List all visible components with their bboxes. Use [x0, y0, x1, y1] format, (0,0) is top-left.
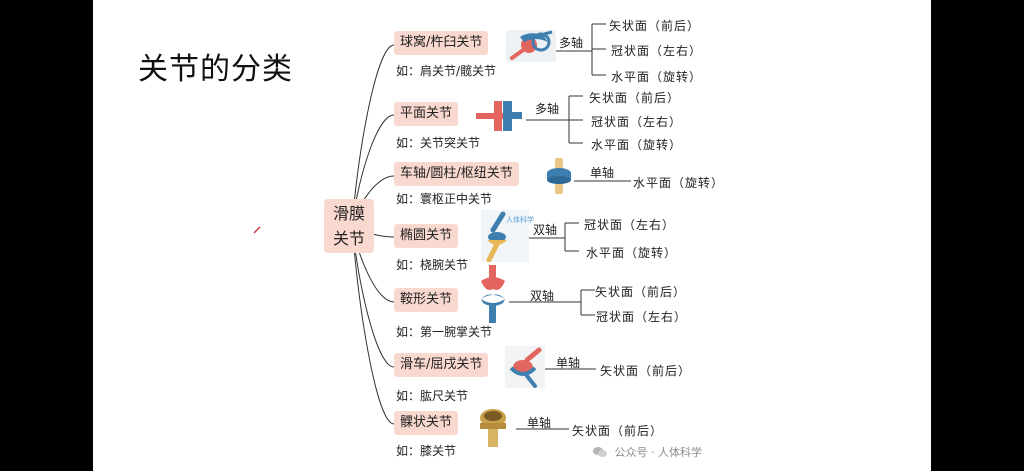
- joint-example: 如：关节突关节: [396, 136, 481, 150]
- plane-label: 矢状面（前后）: [595, 285, 687, 299]
- joint-type-box: 平面关节: [394, 102, 459, 126]
- plane-label: 冠状面（左右）: [584, 218, 676, 232]
- branch-line: [351, 224, 395, 425]
- plane-label: 水平面（旋转）: [633, 176, 725, 190]
- hinge-joint-icon: [505, 346, 545, 388]
- axis-count: 多轴: [559, 36, 584, 50]
- axis-count: 双轴: [530, 289, 555, 303]
- axis-count: 多轴: [535, 102, 560, 116]
- plane-joint-icon: [476, 101, 522, 131]
- ellipsoid-joint-icon: [481, 210, 529, 262]
- plane-label: 矢状面（前后）: [609, 19, 701, 33]
- plane-label: 冠状面（左右）: [591, 115, 683, 129]
- joint-type-box: 髁状关节: [394, 411, 459, 435]
- joint-type-box: 滑车/屈戌关节: [394, 353, 489, 377]
- plane-label: 水平面（旋转）: [591, 138, 683, 152]
- plane-label: 矢状面（前后）: [572, 424, 664, 438]
- pen-cursor-icon: [253, 226, 261, 234]
- joint-example: 如：肱尺关节: [396, 389, 469, 403]
- watermark: 公众号 · 人体科学: [593, 444, 702, 460]
- joint-example: 如：第一腕掌关节: [396, 325, 493, 339]
- ellipsoid-joint-figure: 人体科学: [481, 210, 534, 262]
- joint-type-box: 椭圆关节: [394, 224, 459, 248]
- pivot-joint-icon: [547, 158, 571, 194]
- plane-label: 矢状面（前后）: [589, 91, 681, 105]
- page-title: 关节的分类: [138, 52, 293, 87]
- branch-line: [351, 44, 395, 226]
- axis-count: 单轴: [590, 166, 615, 180]
- plane-label: 水平面（旋转）: [611, 70, 703, 84]
- joint-type-box: 球窝/杵臼关节: [394, 31, 489, 55]
- plane-label: 冠状面（左右）: [596, 310, 688, 324]
- ball-socket-joint-icon: [506, 30, 556, 62]
- axis-count: 单轴: [556, 356, 581, 370]
- joint-type-box: 车轴/圆柱/枢纽关节: [394, 162, 519, 186]
- watermark-text: 公众号 · 人体科学: [614, 446, 703, 459]
- icon-caption: 人体科学: [506, 216, 534, 224]
- joint-example: 如：桡腕关节: [396, 258, 469, 272]
- joint-example: 如：肩关节/髋关节: [396, 64, 497, 78]
- joint-type-box: 鞍形关节: [394, 288, 459, 312]
- slide: 关节的分类 滑膜 关节 球窝/杵臼关节 如：肩关节/髋关节 多轴 矢状面（前后）…: [93, 0, 931, 471]
- axis-count: 双轴: [533, 223, 558, 237]
- joint-example: 如：寰枢正中关节: [396, 192, 493, 206]
- plane-label: 水平面（旋转）: [586, 246, 678, 260]
- wechat-icon: [593, 447, 607, 457]
- condylar-joint-icon: [480, 409, 506, 447]
- axis-count: 单轴: [527, 416, 552, 430]
- root-label-line1: 滑膜: [332, 204, 365, 223]
- root-label-line2: 关节: [332, 229, 365, 248]
- saddle-joint-icon: [481, 265, 505, 323]
- joint-example: 如：膝关节: [396, 444, 457, 458]
- plane-label: 矢状面（前后）: [600, 364, 692, 378]
- plane-label: 冠状面（左右）: [611, 44, 703, 58]
- root-node: 滑膜 关节: [324, 199, 374, 253]
